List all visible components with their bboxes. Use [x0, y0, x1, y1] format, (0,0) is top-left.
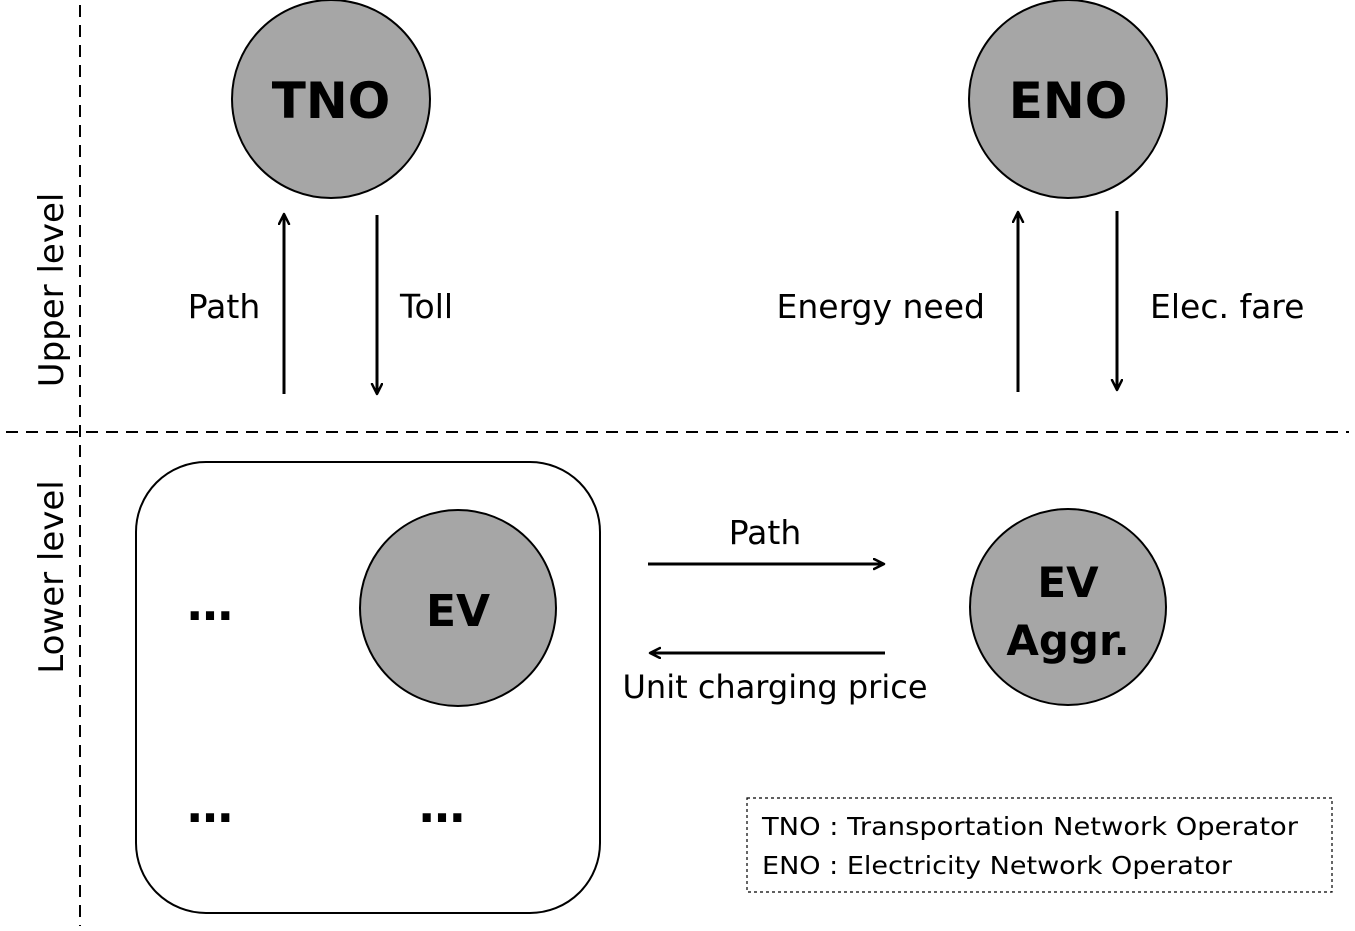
path-right-label: Path [729, 513, 802, 552]
upper-level-label: Upper level [32, 193, 72, 388]
ev-aggregator-node [969, 508, 1167, 706]
lower-level-label: Lower level [32, 480, 72, 674]
energy-need-label: Energy need [777, 287, 986, 326]
legend-line-eno: ENO : Electricity Network Operator [762, 851, 1233, 880]
unit-charging-price-label: Unit charging price [623, 668, 928, 706]
ev-aggregator-label-line2: Aggr. [1006, 616, 1129, 665]
legend-line-tno: TNO : Transportation Network Operator [761, 812, 1299, 841]
path-up-label: Path [188, 287, 261, 326]
toll-label: Toll [399, 287, 453, 326]
elec-fare-label: Elec. fare [1150, 287, 1304, 326]
ev-population-box [135, 461, 601, 914]
ev-aggregator-label-line1: EV [1037, 558, 1099, 607]
legend-box [746, 797, 1333, 893]
tno-node [231, 0, 431, 199]
ev-node-label: EV [426, 586, 490, 637]
ellipsis-left-bottom: … [187, 779, 233, 833]
ev-node [359, 509, 557, 707]
eno-node-label: ENO [1009, 72, 1128, 130]
ellipsis-left-middle: … [187, 577, 233, 631]
eno-node [968, 0, 1168, 199]
tno-node-label: TNO [272, 72, 390, 130]
ellipsis-right-bottom: … [419, 779, 465, 833]
